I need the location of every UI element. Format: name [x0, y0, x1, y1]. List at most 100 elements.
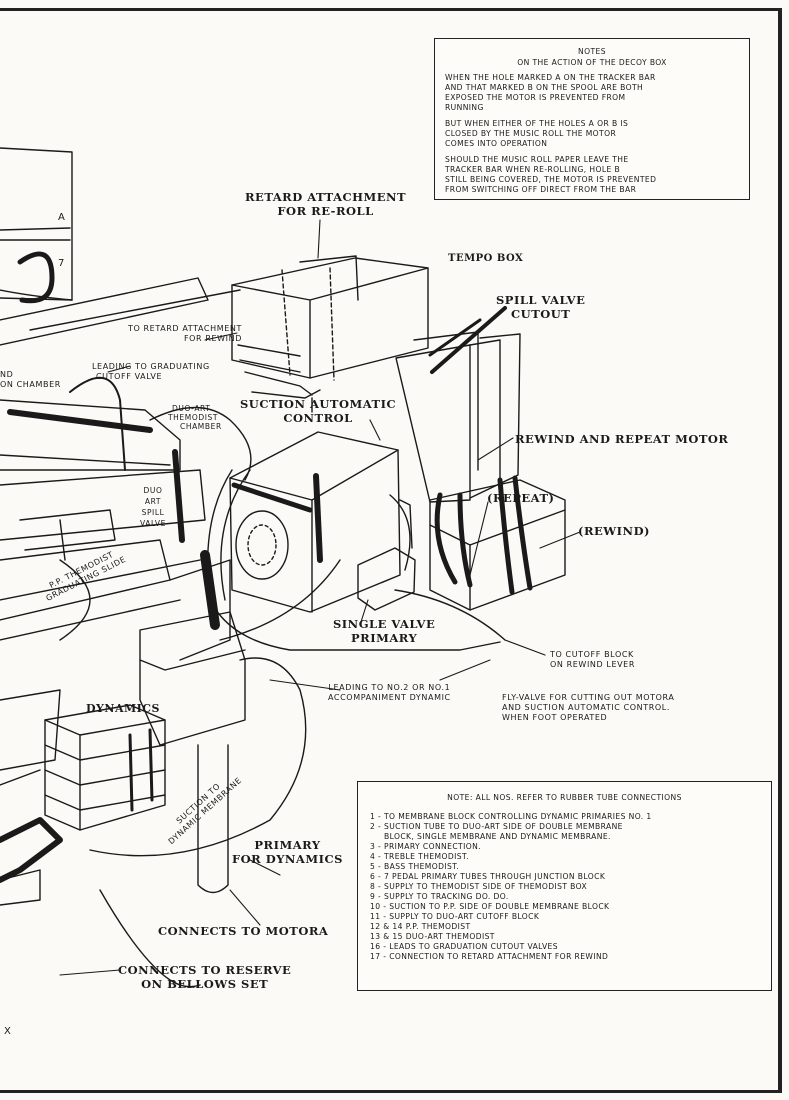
label-line: SPILL VALVE [496, 293, 586, 307]
list-item: 2 - SUCTION TUBE TO DUO-ART SIDE OF DOUB… [370, 822, 623, 831]
label-single-valve-primary: SINGLE VALVE PRIMARY [333, 617, 435, 645]
page-border-top [0, 8, 782, 11]
label-rewind-and-repeat-motor: REWIND AND REPEAT MOTOR [515, 432, 729, 446]
marker-7: 7 [58, 258, 65, 269]
tube-connection-notes: NOTE: ALL NOS. REFER TO RUBBER TUBE CONN… [357, 781, 772, 991]
notes-line: TRACKER BAR WHEN RE-ROLLING, HOLE B [445, 165, 621, 174]
list-item: 12 & 14 P.P. THEMODIST [370, 922, 471, 931]
label-line: SPILL [141, 508, 165, 517]
label-line: FOR DYNAMICS [232, 852, 343, 866]
decoy-box-notes: NOTES ON THE ACTION OF THE DECOY BOX WHE… [434, 38, 750, 200]
label-line: CUTOFF VALVE [96, 372, 163, 381]
label-fly-valve: FLY-VALVE FOR CUTTING OUT MOTORA AND SUC… [502, 693, 674, 723]
rewind-repeat-motor [395, 306, 566, 611]
label-retard-attachment: RETARD ATTACHMENT FOR RE-ROLL [245, 190, 406, 218]
notes-paragraph-3: SHOULD THE MUSIC ROLL PAPER LEAVE THE TR… [445, 155, 656, 195]
label-line: CHAMBER [180, 422, 222, 431]
notes-line: WHEN THE HOLE MARKED A ON THE TRACKER BA… [445, 73, 656, 82]
marker-a: A [58, 212, 65, 223]
label-line: LEADING TO NO.2 OR NO.1 [328, 683, 451, 692]
page-border-bottom [0, 1090, 782, 1093]
label-line: ACCOMPANIMENT DYNAMIC [328, 693, 451, 702]
label-spill-valve-cutout: SPILL VALVE CUTOUT [496, 293, 585, 321]
list-item: 13 & 15 DUO-ART THEMODIST [370, 932, 495, 941]
list-item: 17 - CONNECTION TO RETARD ATTACHMENT FOR… [370, 952, 609, 961]
list-item: 6 - 7 PEDAL PRIMARY TUBES THROUGH JUNCTI… [370, 872, 606, 881]
notes-line: EXPOSED THE MOTOR IS PREVENTED FROM [445, 93, 626, 102]
label-line: TO RETARD ATTACHMENT [128, 324, 242, 333]
leader-lines [59, 219, 581, 976]
dynamics-block [0, 611, 246, 906]
label-line: CONTROL [283, 411, 353, 425]
label-line: ON CHAMBER [0, 380, 61, 389]
label-line: LEADING TO GRADUATING [92, 362, 210, 371]
page-border-right [778, 8, 782, 1092]
notes-line: RUNNING [445, 103, 484, 112]
tube-notes-title: NOTE: ALL NOS. REFER TO RUBBER TUBE CONN… [447, 793, 682, 802]
list-item: 8 - SUPPLY TO THEMODIST SIDE OF THEMODIS… [370, 882, 588, 891]
notes-paragraph-2: BUT WHEN EITHER OF THE HOLES A OR B IS C… [445, 119, 628, 149]
notes-subtitle: ON THE ACTION OF THE DECOY BOX [517, 58, 667, 67]
label-line: AND SUCTION AUTOMATIC CONTROL. [502, 703, 670, 712]
tube-notes-list: 1 - TO MEMBRANE BLOCK CONTROLLING DYNAMI… [370, 812, 652, 962]
label-line: PRIMARY [254, 838, 321, 852]
label-rewind: (REWIND) [578, 524, 650, 538]
label-line: FOR REWIND [183, 334, 242, 343]
label-line: DUO [143, 486, 163, 495]
list-item: 9 - SUPPLY TO TRACKING DO. DO. [370, 892, 509, 901]
label-line: DUO-ART [172, 404, 211, 413]
label-suction-automatic-control: SUCTION AUTOMATIC CONTROL [240, 397, 396, 425]
list-item: 16 - LEADS TO GRADUATION CUTOUT VALVES [370, 942, 558, 951]
notes-line: BUT WHEN EITHER OF THE HOLES A OR B IS [445, 119, 629, 128]
label-dynamics: DYNAMICS [86, 702, 161, 715]
label-line: SUCTION AUTOMATIC [240, 397, 397, 411]
tempo-box [231, 255, 429, 413]
label-line: PRIMARY [351, 631, 418, 645]
label-tempo-box: TEMPO BOX [448, 253, 524, 264]
notes-line: CLOSED BY THE MUSIC ROLL THE MOTOR [445, 129, 617, 138]
list-item: 5 - BASS THEMODIST. [370, 862, 460, 871]
label-duo-art-spill-valve: DUO ART SPILL VALVE [140, 485, 166, 529]
label-line: CUTOUT [511, 307, 571, 321]
label-connects-to-reserve: CONNECTS TO RESERVE ON BELLOWS SET [118, 963, 291, 991]
label-line: WHEN FOOT OPERATED [502, 713, 608, 722]
motora-connection-pipe [197, 550, 229, 894]
label-suction-chamber: ND ON CHAMBER [0, 370, 61, 390]
label-line: FLY-VALVE FOR CUTTING OUT MOTORA [502, 693, 675, 702]
label-line: RETARD ATTACHMENT [245, 190, 407, 204]
label-line: FOR RE-ROLL [277, 204, 374, 218]
spool-housing [0, 147, 241, 346]
notes-title: NOTES [578, 47, 606, 56]
label-line: TO CUTOFF BLOCK [550, 650, 634, 659]
list-item: 1 - TO MEMBRANE BLOCK CONTROLLING DYNAMI… [370, 812, 652, 821]
label-line: ON REWIND LEVER [550, 660, 635, 669]
label-repeat: (REPEAT) [487, 491, 555, 505]
notes-line: AND THAT MARKED B ON THE SPOOL ARE BOTH [445, 83, 644, 92]
label-duo-art-themodist-chamber: DUO-ART THEMODIST CHAMBER [168, 404, 222, 431]
notes-line: SHOULD THE MUSIC ROLL PAPER LEAVE THE [445, 155, 629, 164]
list-item: 11 - SUPPLY TO DUO-ART CUTOFF BLOCK [370, 912, 540, 921]
label-line: ON BELLOWS SET [141, 977, 269, 991]
label-leading-to-graduating: LEADING TO GRADUATING CUTOFF VALVE [92, 362, 210, 382]
label-line: SINGLE VALVE [333, 617, 436, 631]
list-item: BLOCK, SINGLE MEMBRANE AND DYNAMIC MEMBR… [384, 832, 611, 841]
list-item: 10 - SUCTION TO P.P. SIDE OF DOUBLE MEMB… [370, 902, 610, 911]
label-to-cutoff-block: TO CUTOFF BLOCK ON REWIND LEVER [550, 650, 635, 670]
list-item: 4 - TREBLE THEMODIST. [370, 852, 469, 861]
label-to-retard-attachment: TO RETARD ATTACHMENT FOR REWIND [128, 324, 242, 344]
label-line: CONNECTS TO RESERVE [118, 963, 292, 977]
themodist-chambers [0, 376, 252, 661]
notes-line: FROM SWITCHING OFF DIRECT FROM THE BAR [445, 185, 637, 194]
notes-paragraph-1: WHEN THE HOLE MARKED A ON THE TRACKER BA… [445, 73, 656, 113]
corner-mark: X [4, 1026, 11, 1037]
label-line: THEMODIST [168, 413, 219, 422]
rubber-tubes [0, 559, 506, 988]
label-leading-to-no2: LEADING TO NO.2 OR NO.1 ACCOMPANIMENT DY… [328, 683, 451, 703]
label-connects-to-motora: CONNECTS TO MOTORA [158, 924, 329, 938]
label-line: VALVE [140, 519, 167, 528]
notes-line: COMES INTO OPERATION [445, 139, 548, 148]
label-line: ART [144, 497, 162, 506]
notes-line: STILL BEING COVERED, THE MOTOR IS PREVEN… [445, 175, 657, 184]
